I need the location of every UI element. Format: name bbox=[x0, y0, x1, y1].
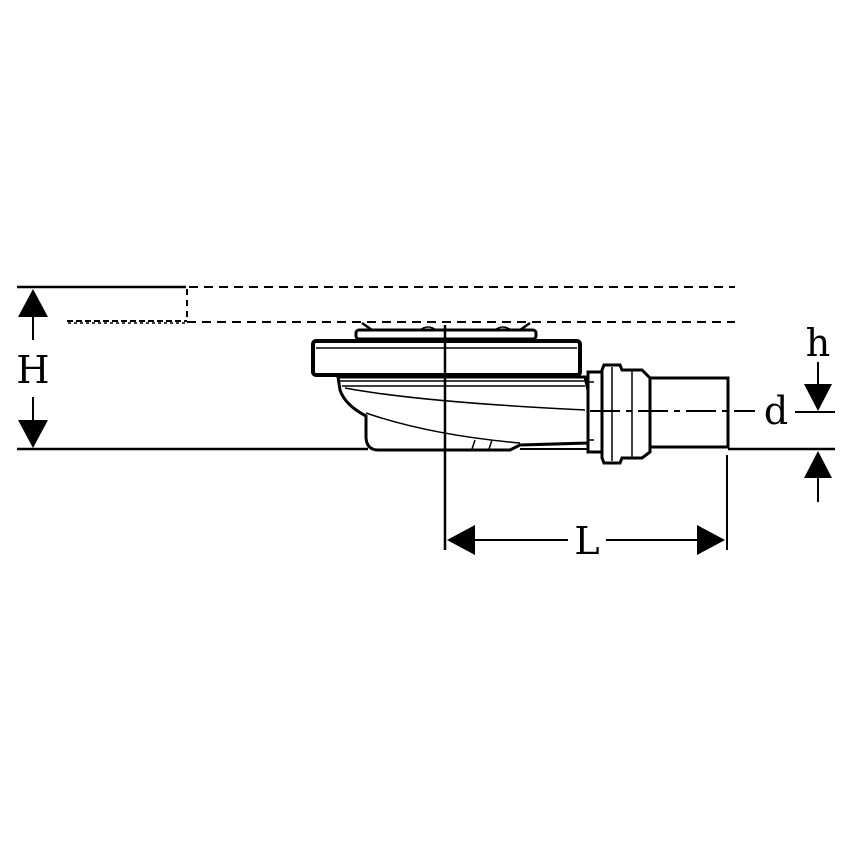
drain-body bbox=[336, 375, 590, 452]
arrow-down-icon bbox=[18, 420, 48, 448]
label-d: d bbox=[764, 389, 788, 433]
dimension-d: d bbox=[764, 389, 788, 433]
dimension-H: H bbox=[16, 289, 50, 448]
arrow-up-icon bbox=[804, 451, 832, 478]
arrow-down-icon bbox=[804, 384, 832, 411]
drain-flange bbox=[311, 339, 582, 377]
outlet-connector bbox=[586, 363, 730, 465]
label-L: L bbox=[574, 519, 599, 563]
label-H: H bbox=[16, 348, 49, 392]
arrow-right-icon bbox=[697, 525, 725, 555]
label-h: h bbox=[806, 321, 830, 365]
arrow-left-icon bbox=[447, 525, 475, 555]
center-lines bbox=[443, 325, 835, 550]
dimension-h: h bbox=[804, 321, 832, 502]
arrow-up-icon bbox=[18, 289, 48, 317]
dimension-L: L bbox=[447, 519, 725, 563]
reference-lines bbox=[17, 285, 835, 451]
